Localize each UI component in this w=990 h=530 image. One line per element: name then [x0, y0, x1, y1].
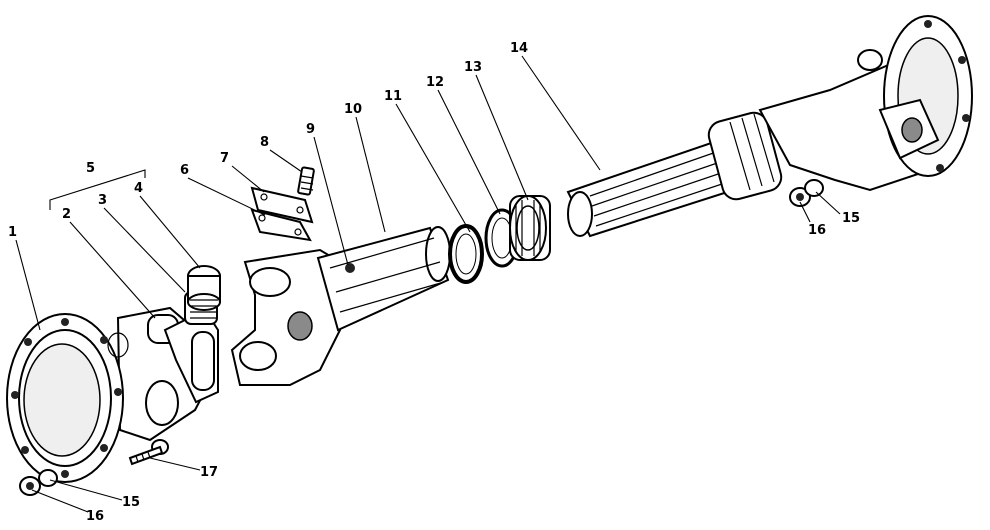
part-8-bolt — [297, 166, 315, 196]
callout-12: 12 — [426, 75, 444, 90]
part-6-gasket — [250, 208, 312, 242]
leader-lines — [15, 55, 841, 513]
callout-15-right: 15 — [842, 211, 860, 226]
callout-9: 9 — [306, 122, 315, 137]
part-9-slip-yoke — [230, 248, 341, 386]
callout-7: 7 — [220, 151, 229, 166]
part-11-snap-ring — [448, 224, 484, 284]
part-15-16-nut-washer-left — [19, 469, 58, 496]
callout-15-left: 15 — [122, 495, 140, 510]
callout-11: 11 — [384, 89, 402, 104]
callout-14: 14 — [510, 41, 528, 56]
callout-16-left: 16 — [86, 509, 104, 524]
callout-2: 2 — [62, 207, 71, 222]
callout-5: 5 — [86, 161, 95, 176]
callout-17: 17 — [200, 465, 218, 480]
part-17-bolt — [128, 439, 169, 466]
callout-4: 4 — [134, 181, 143, 196]
part-15-16-nut-washer-right — [789, 179, 824, 207]
callout-1: 1 — [8, 225, 17, 240]
part-2-4-spider-cross — [147, 265, 221, 404]
callout-16-right: 16 — [808, 223, 826, 238]
part-10-sleeve — [316, 226, 451, 332]
callout-labels: 1 2 3 4 5 6 7 8 9 10 11 12 13 14 15 15 1… — [8, 41, 860, 524]
callout-3: 3 — [98, 193, 107, 208]
part-13-splined-bushing — [509, 195, 551, 261]
callout-13: 13 — [464, 60, 482, 75]
part-14-splined-shaft — [566, 111, 783, 238]
part-right-flange-yoke — [758, 15, 973, 192]
part-1-flange-yoke — [6, 306, 217, 483]
group-bracket-5 — [49, 169, 146, 210]
callout-6: 6 — [180, 163, 189, 178]
callout-10: 10 — [344, 102, 362, 117]
part-7-lock-plate — [250, 186, 314, 224]
callout-8: 8 — [260, 135, 269, 150]
